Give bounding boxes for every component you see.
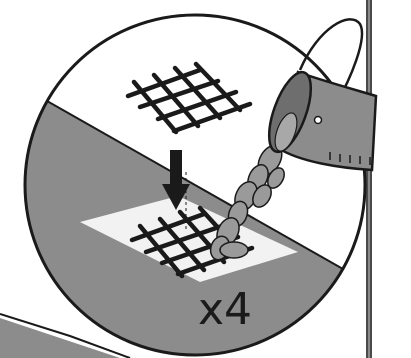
count-label: x4 <box>198 288 252 332</box>
detail-circle <box>10 15 380 358</box>
